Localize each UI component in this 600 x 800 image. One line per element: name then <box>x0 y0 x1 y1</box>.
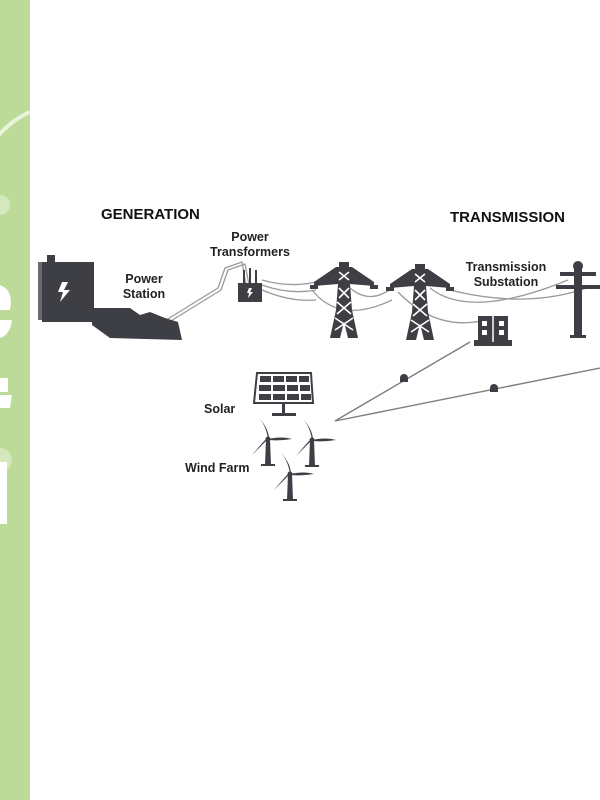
power-station-label: Power Station <box>114 272 174 302</box>
wind-farm-label: Wind Farm <box>185 461 250 475</box>
label-line: Transformers <box>210 245 290 259</box>
wind-turbine-icon <box>252 417 292 466</box>
transmission-substation-label: Transmission Substation <box>459 260 553 290</box>
sidebar-decoration <box>0 110 30 524</box>
label-line: Station <box>122 287 166 301</box>
utility-pole-icon <box>556 261 600 338</box>
label-line: Transmission <box>465 260 547 274</box>
label-line: Power <box>125 272 163 286</box>
distribution-lines <box>334 341 600 422</box>
transmission-substation-icon <box>474 316 512 346</box>
insulator-icon <box>400 374 498 392</box>
power-transformer-icon <box>238 268 262 302</box>
wind-turbine-icon <box>296 418 336 467</box>
wind-turbine-icon <box>274 452 314 501</box>
generation-heading: GENERATION <box>101 206 200 223</box>
decorative-green-sidebar <box>0 0 30 800</box>
power-transformers-label: Power Transformers <box>205 230 295 260</box>
label-line: Power <box>231 230 269 244</box>
transmission-tower-icon <box>385 263 455 341</box>
solar-panel-icon <box>252 372 315 416</box>
power-station-icon <box>38 255 182 340</box>
transmission-heading: TRANSMISSION <box>450 209 566 226</box>
solar-label: Solar <box>204 402 236 416</box>
label-line: Substation <box>473 275 539 289</box>
transmission-tower-icon <box>309 261 379 339</box>
